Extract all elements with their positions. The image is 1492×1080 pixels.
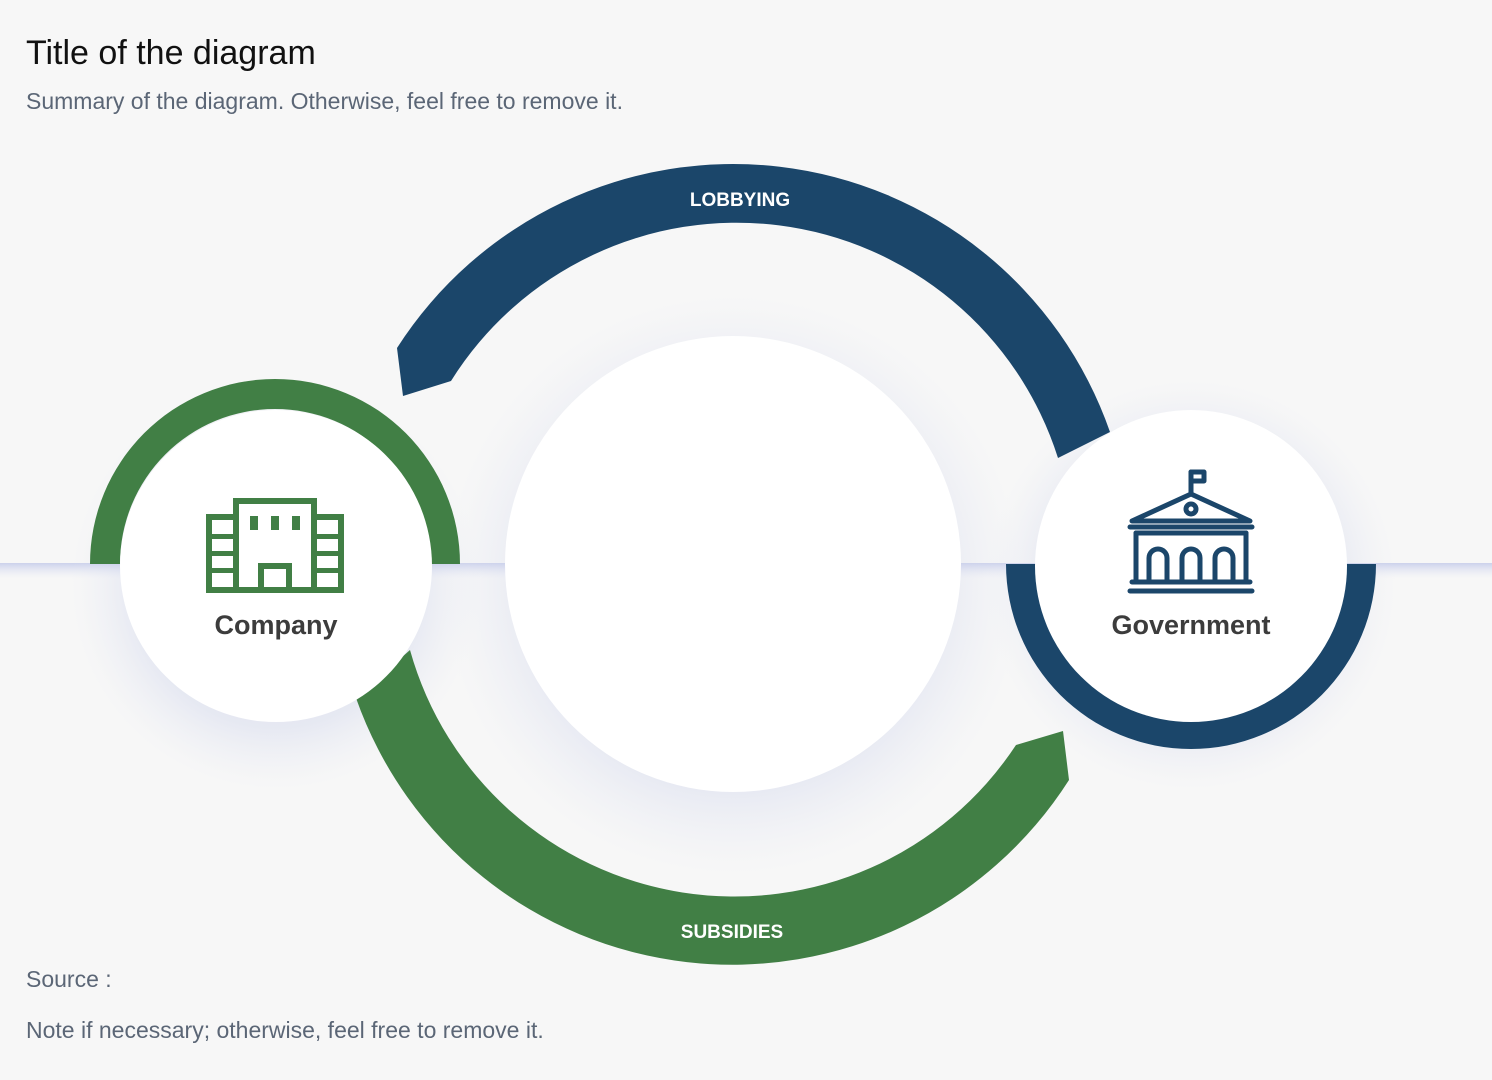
source-note: Source : [26, 966, 112, 992]
lobbying-label: LOBBYING [690, 190, 790, 211]
government-building-icon [1127, 469, 1255, 594]
government-ring [1006, 564, 1376, 749]
page-title: Title of the diagram [26, 34, 316, 72]
government-label: Government [1111, 610, 1270, 640]
subsidies-arc [356, 650, 1069, 965]
footnote: Note if necessary; otherwise, feel free … [26, 1017, 544, 1043]
company-label: Company [214, 610, 337, 640]
subsidies-label: SUBSIDIES [681, 922, 783, 943]
page-summary: Summary of the diagram. Otherwise, feel … [26, 88, 623, 114]
center-circle [505, 336, 961, 792]
office-building-icon [206, 498, 344, 593]
company-ring [90, 379, 460, 564]
government-node [1035, 410, 1347, 722]
lobbying-arc [397, 164, 1110, 459]
